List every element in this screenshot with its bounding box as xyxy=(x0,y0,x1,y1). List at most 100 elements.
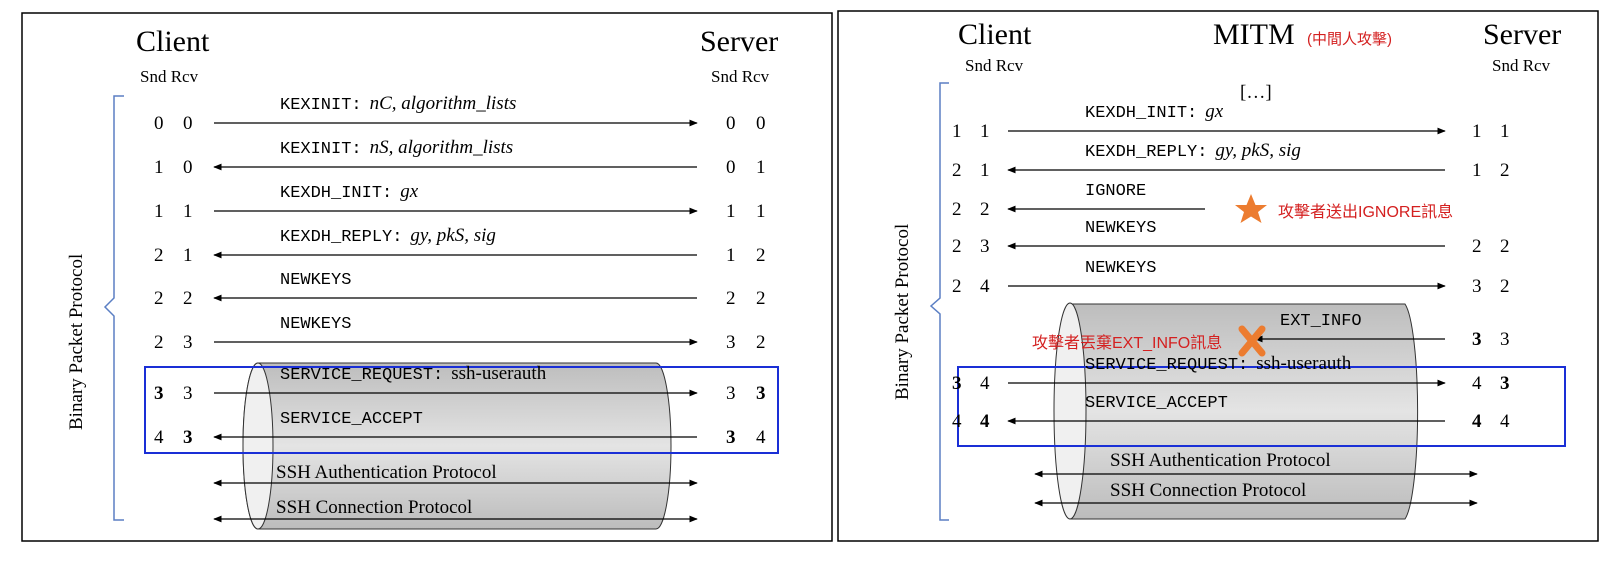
server-snd-counter: 0 xyxy=(726,157,736,178)
client-snd-counter: 2 xyxy=(154,332,164,353)
server-snd-counter: 2 xyxy=(1472,236,1482,257)
left-conn-label: SSH Connection Protocol xyxy=(276,497,472,518)
right-auth-label: SSH Authentication Protocol xyxy=(1110,450,1331,471)
message-params: ssh-userauth xyxy=(1256,353,1351,374)
server-snd-counter: 4 xyxy=(1472,373,1482,394)
left-auth-label: SSH Authentication Protocol xyxy=(276,462,497,483)
message-label: IGNORE xyxy=(1085,182,1146,201)
client-rcv-counter: 3 xyxy=(183,427,193,448)
left-client-title: Client xyxy=(136,25,210,58)
client-snd-counter: 2 xyxy=(154,288,164,309)
client-rcv-counter: 3 xyxy=(183,332,193,353)
server-rcv-counter: 2 xyxy=(1500,276,1510,297)
client-snd-counter: 1 xyxy=(154,157,164,178)
message-label: NEWKEYS xyxy=(280,315,351,334)
client-rcv-counter: 1 xyxy=(980,121,990,142)
server-snd-counter: 1 xyxy=(726,245,736,266)
right-bpp-brace xyxy=(929,82,949,521)
message-label: SERVICE_REQUEST: ssh-userauth xyxy=(1085,353,1352,375)
left-tunnel-cylinder xyxy=(242,362,672,530)
message-type: KEXINIT: xyxy=(280,96,362,115)
message-type: SERVICE_REQUEST: xyxy=(1085,356,1248,375)
client-snd-counter: 2 xyxy=(154,245,164,266)
server-rcv-counter: 4 xyxy=(1500,411,1510,432)
right-client-title: Client xyxy=(958,18,1032,51)
message-type: SERVICE_REQUEST: xyxy=(280,366,443,385)
right-panel: Client MITM (中間人攻擊) Server Snd Rcv Snd R… xyxy=(837,10,1599,542)
message-type: IGNORE xyxy=(1085,182,1146,201)
client-rcv-counter: 1 xyxy=(183,201,193,222)
message-label: NEWKEYS xyxy=(1085,219,1156,238)
server-snd-counter: 3 xyxy=(726,427,736,448)
client-rcv-counter: 4 xyxy=(980,373,990,394)
left-bpp-label: Binary Packet Protocol xyxy=(66,254,87,430)
message-label: KEXDH_INIT: gx xyxy=(280,181,419,203)
client-snd-counter: 0 xyxy=(154,113,164,134)
message-params: nS, algorithm_lists xyxy=(370,137,514,158)
client-snd-counter: 1 xyxy=(154,201,164,222)
message-type: NEWKEYS xyxy=(280,315,351,334)
message-type: NEWKEYS xyxy=(280,271,351,290)
message-label: NEWKEYS xyxy=(1085,259,1156,278)
message-type: KEXDH_INIT: xyxy=(1085,104,1197,123)
message-type: KEXDH_INIT: xyxy=(280,184,392,203)
right-server-snd-rcv: Snd Rcv xyxy=(1492,56,1551,75)
client-rcv-counter: 0 xyxy=(183,157,193,178)
server-rcv-counter: 2 xyxy=(756,245,766,266)
client-rcv-counter: 1 xyxy=(980,160,990,181)
message-type: SERVICE_ACCEPT xyxy=(280,410,423,429)
message-label: KEXINIT:nS, algorithm_lists xyxy=(280,137,513,159)
ignore-note: 攻擊者送出IGNORE訊息 xyxy=(1278,203,1453,221)
server-snd-counter: 3 xyxy=(726,383,736,404)
message-type: NEWKEYS xyxy=(1085,219,1156,238)
drop-note: 攻擊者丟棄EXT_INFO訊息 xyxy=(1032,334,1222,352)
left-panel: Client Server Snd Rcv Snd Rcv Binary Pac… xyxy=(21,12,833,542)
message-params: gx xyxy=(400,181,419,202)
server-rcv-counter: 1 xyxy=(756,157,766,178)
message-params: ssh-userauth xyxy=(451,363,546,384)
message-params: gy, pkS, sig xyxy=(1215,140,1301,161)
server-snd-counter: 3 xyxy=(726,332,736,353)
client-rcv-counter: 3 xyxy=(980,236,990,257)
server-rcv-counter: 1 xyxy=(1500,121,1510,142)
server-rcv-counter: 2 xyxy=(756,332,766,353)
client-snd-counter: 2 xyxy=(952,199,962,220)
left-bpp-brace xyxy=(103,95,124,521)
right-server-title: Server xyxy=(1483,18,1561,51)
left-client-snd-rcv: Snd Rcv xyxy=(140,67,199,86)
client-snd-counter: 3 xyxy=(952,373,962,394)
right-service-highlight-box xyxy=(957,366,1566,447)
star-icon xyxy=(1235,194,1267,223)
message-type: KEXDH_REPLY: xyxy=(1085,143,1207,162)
server-rcv-counter: 2 xyxy=(756,288,766,309)
server-snd-counter: 1 xyxy=(726,201,736,222)
message-label: NEWKEYS xyxy=(280,271,351,290)
drop-x-icon xyxy=(1238,325,1266,357)
left-server-title: Server xyxy=(700,25,778,58)
right-conn-label: SSH Connection Protocol xyxy=(1110,480,1306,501)
client-rcv-counter: 4 xyxy=(980,276,990,297)
client-snd-counter: 3 xyxy=(154,383,164,404)
right-bpp-label: Binary Packet Protocol xyxy=(892,224,913,400)
client-snd-counter: 2 xyxy=(952,160,962,181)
server-snd-counter: 2 xyxy=(726,288,736,309)
server-rcv-counter: 2 xyxy=(1500,236,1510,257)
client-snd-counter: 1 xyxy=(952,121,962,142)
client-rcv-counter: 4 xyxy=(980,411,990,432)
server-snd-counter: 0 xyxy=(726,113,736,134)
right-ellipsis: […] xyxy=(1240,82,1272,103)
server-rcv-counter: 1 xyxy=(756,201,766,222)
